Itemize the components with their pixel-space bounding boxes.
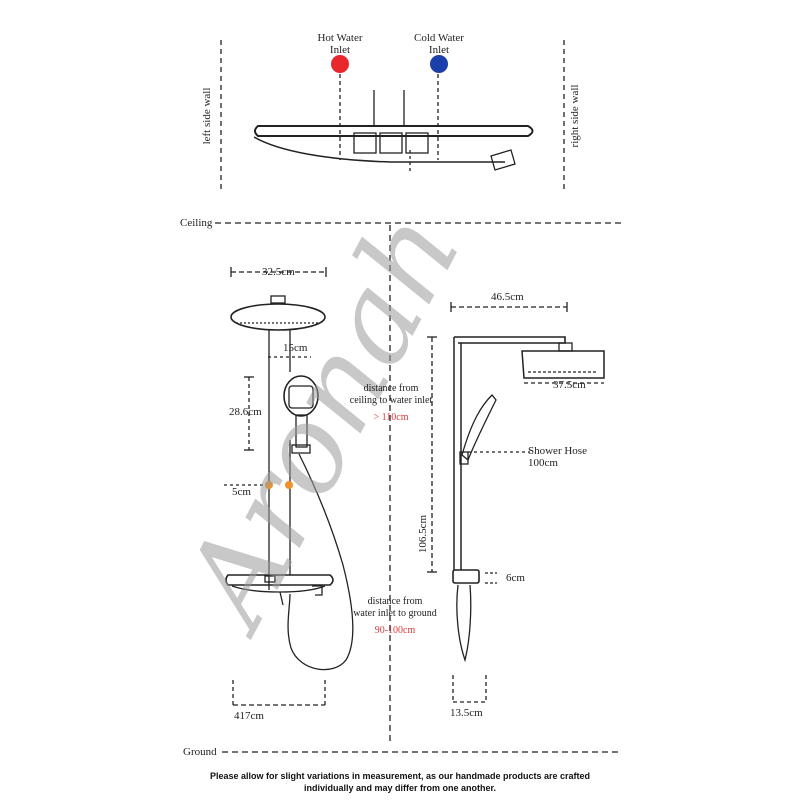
- depth-label: 13.5cm: [450, 707, 483, 719]
- handheld-height-label: 28.6cm: [229, 406, 262, 418]
- ceiling-distance-note: distance from ceiling to water inlet > 1…: [349, 383, 433, 423]
- arm-offset-label: 15cm: [283, 342, 308, 354]
- side-view-shower: [427, 302, 605, 703]
- bottom-width-label: 417cm: [234, 710, 264, 722]
- ceiling-label: Ceiling: [180, 217, 213, 229]
- ground-distance-note: distance from water inlet to ground 90-1…: [353, 596, 437, 636]
- cold-inlet-marker: [430, 55, 448, 73]
- inlet-spacing-label: 5cm: [232, 486, 251, 498]
- front-inlet-dot-left: [265, 481, 273, 489]
- riser-height-label: 106.5cm: [417, 514, 429, 554]
- right-wall-label: right side wall: [569, 84, 581, 148]
- front-view-shower: [224, 267, 354, 706]
- arm-length-label: 46.5cm: [491, 291, 524, 303]
- head-width-label: 32.5cm: [262, 266, 295, 278]
- footer-note: Please allow for slight variations in me…: [209, 771, 591, 793]
- valve-height-label: 6cm: [506, 572, 525, 584]
- ground-label: Ground: [183, 746, 217, 758]
- top-view-shower: [253, 90, 534, 171]
- hot-inlet-marker: [331, 55, 349, 73]
- side-head-width-label: 37.5cm: [553, 379, 586, 391]
- front-inlet-dot-right: [285, 481, 293, 489]
- left-wall-label: left side wall: [201, 87, 213, 145]
